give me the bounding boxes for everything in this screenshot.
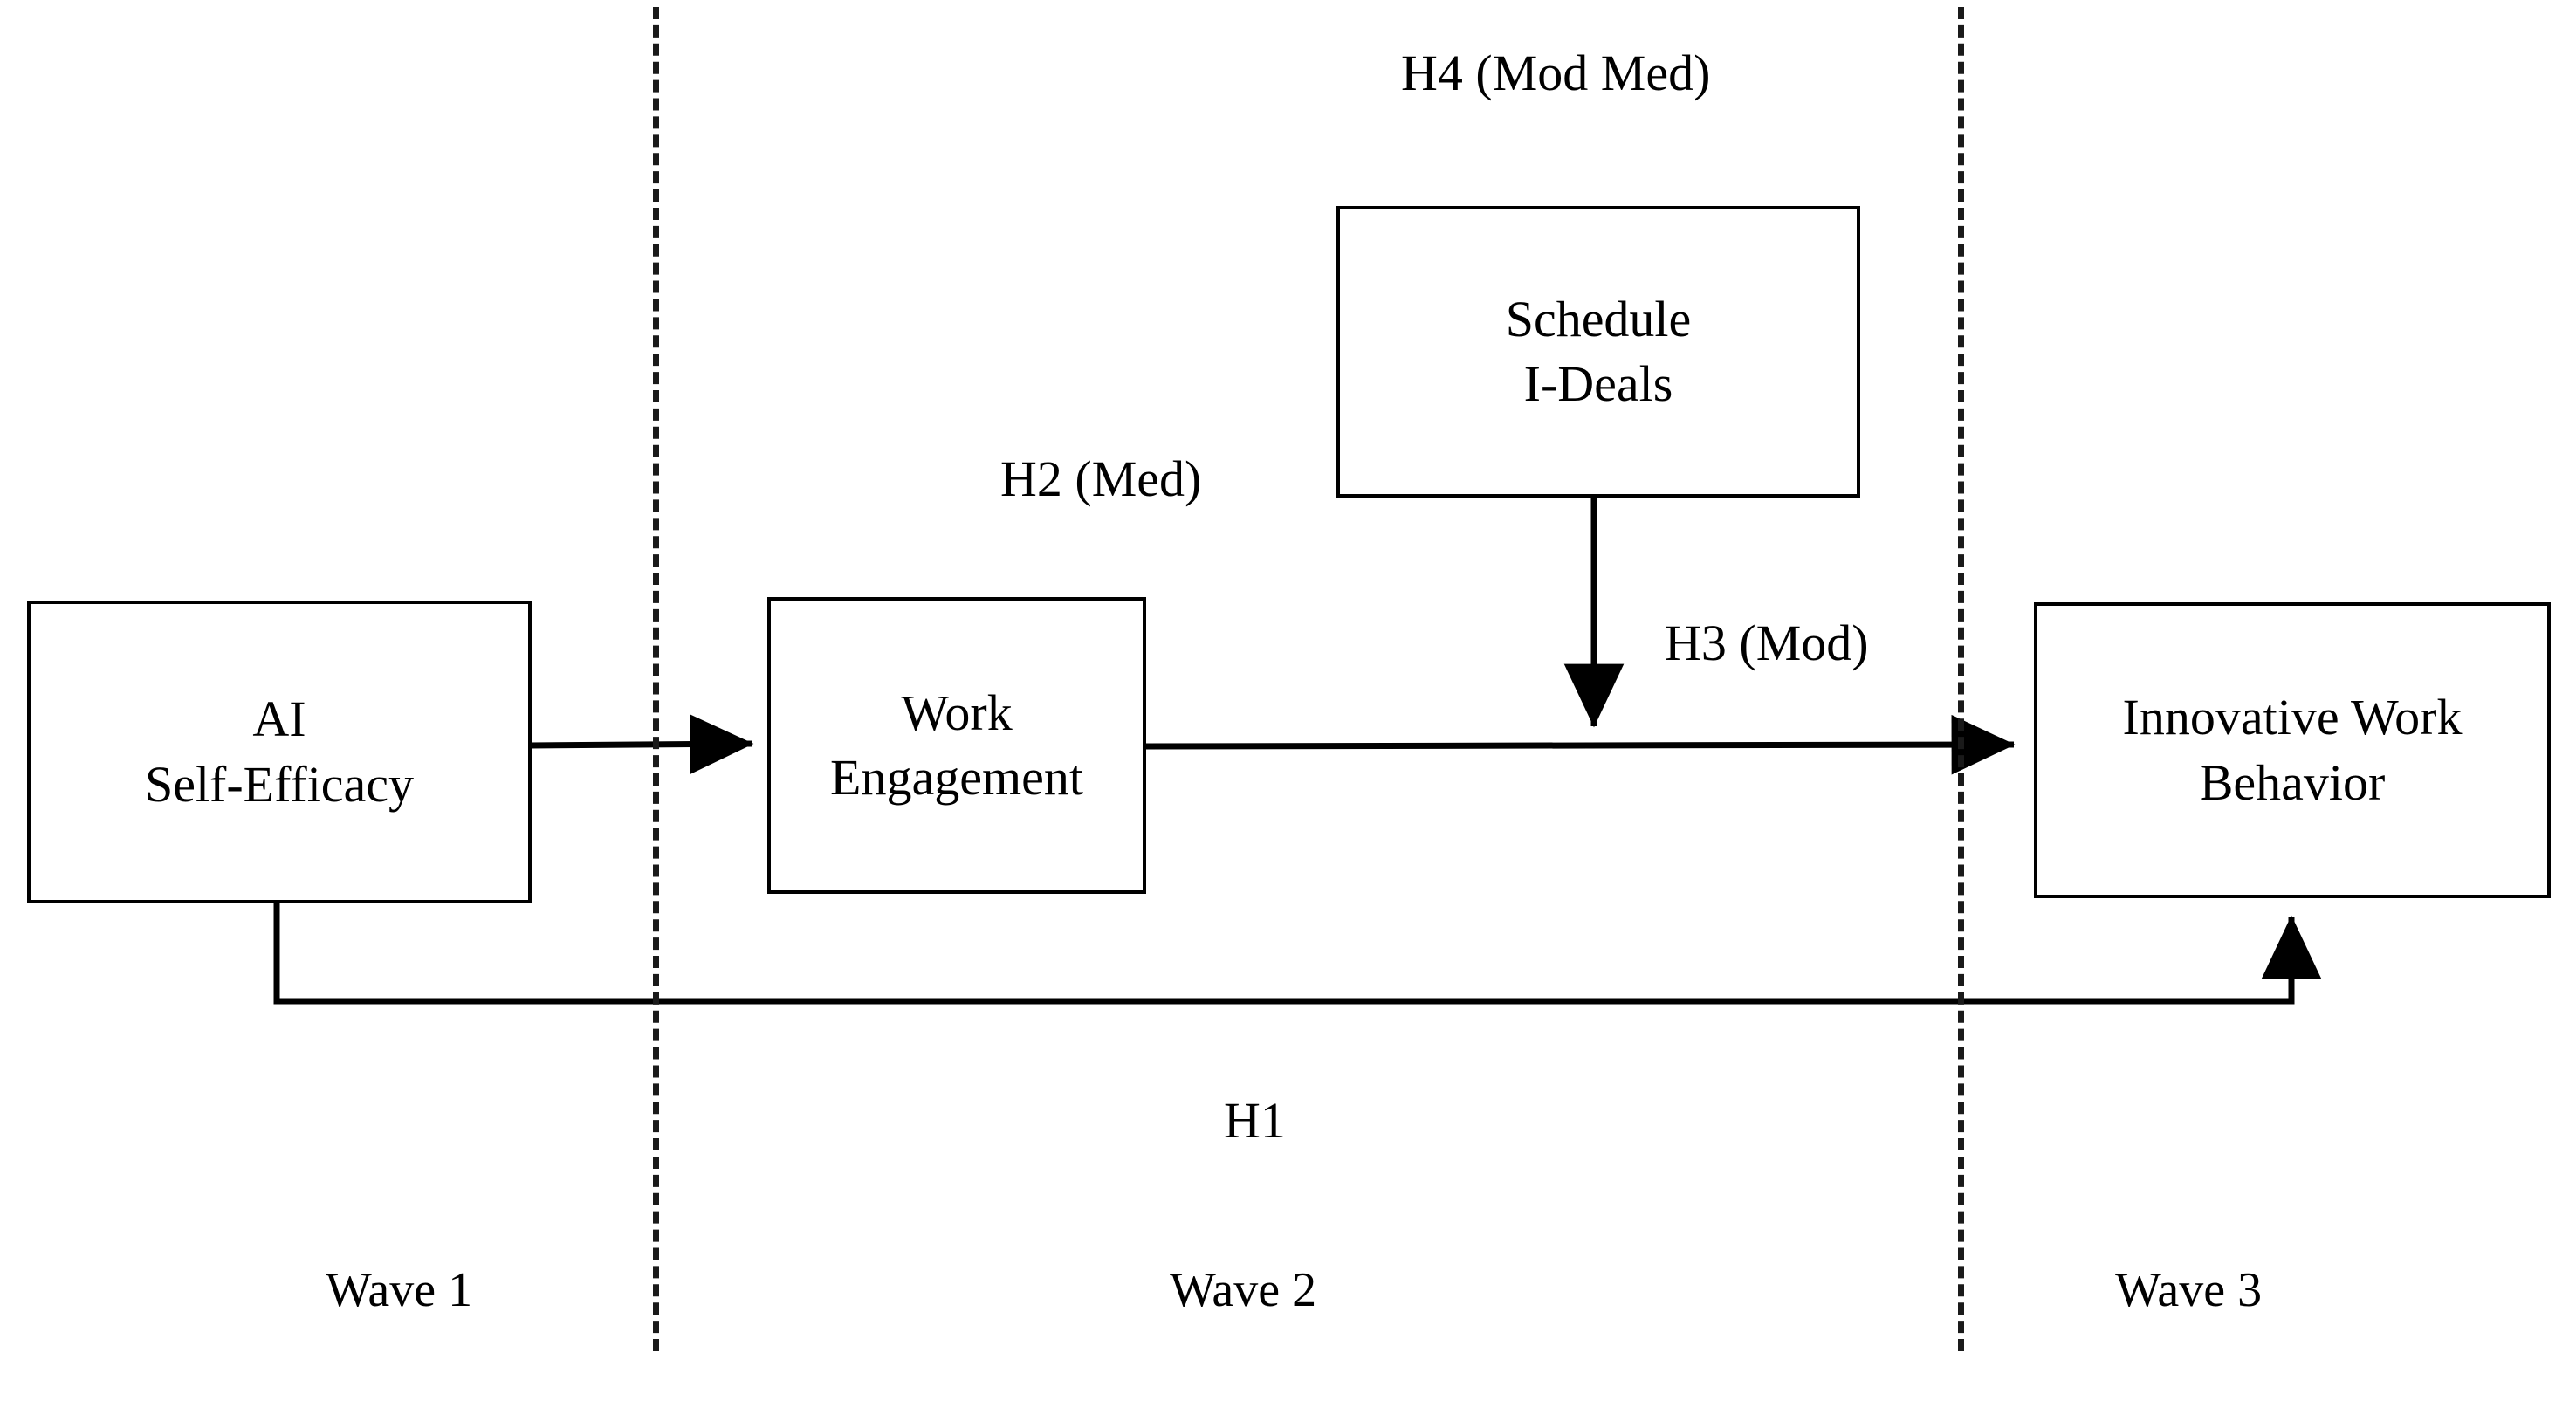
node-innovative-work-behavior-line-2: Behavior — [2199, 753, 2386, 811]
node-work-engagement[interactable]: Work Engagement — [767, 597, 1146, 894]
node-ai-self-efficacy[interactable]: AI Self-Efficacy — [27, 601, 532, 903]
node-schedule-i-deals-line-1: Schedule — [1505, 290, 1692, 347]
node-work-engagement-line-1: Work — [901, 683, 1013, 741]
wave-label-wave-2: Wave 2 — [1170, 1263, 1317, 1317]
wave-label-wave-1: Wave 1 — [326, 1263, 473, 1317]
hypothesis-label-h2: H2 (Med) — [1000, 450, 1202, 507]
hypothesis-label-h4: H4 (Mod Med) — [1401, 45, 1711, 101]
divider-wave1-wave2 — [653, 7, 659, 1351]
node-schedule-i-deals-line-2: I-Deals — [1523, 355, 1673, 412]
node-work-engagement-line-2: Engagement — [830, 749, 1083, 806]
node-ai-self-efficacy-line-1: AI — [252, 690, 306, 748]
wave-label-wave-3: Wave 3 — [2115, 1263, 2263, 1317]
edge-ase-to-iwb-direct — [273, 903, 2322, 1005]
edge-we-to-iwb — [1144, 714, 2016, 775]
node-schedule-i-deals[interactable]: Schedule I-Deals — [1336, 206, 1860, 498]
node-ai-self-efficacy-line-2: Self-Efficacy — [144, 755, 415, 813]
hypothesis-label-h3: H3 (Mod) — [1665, 615, 1869, 671]
hypothesis-label-h1: H1 — [1224, 1092, 1286, 1149]
node-innovative-work-behavior-line-1: Innovative Work — [2122, 689, 2463, 746]
divider-wave2-wave3 — [1958, 7, 1964, 1351]
edge-ase-to-we — [529, 714, 754, 774]
node-innovative-work-behavior[interactable]: Innovative Work Behavior — [2034, 602, 2551, 898]
